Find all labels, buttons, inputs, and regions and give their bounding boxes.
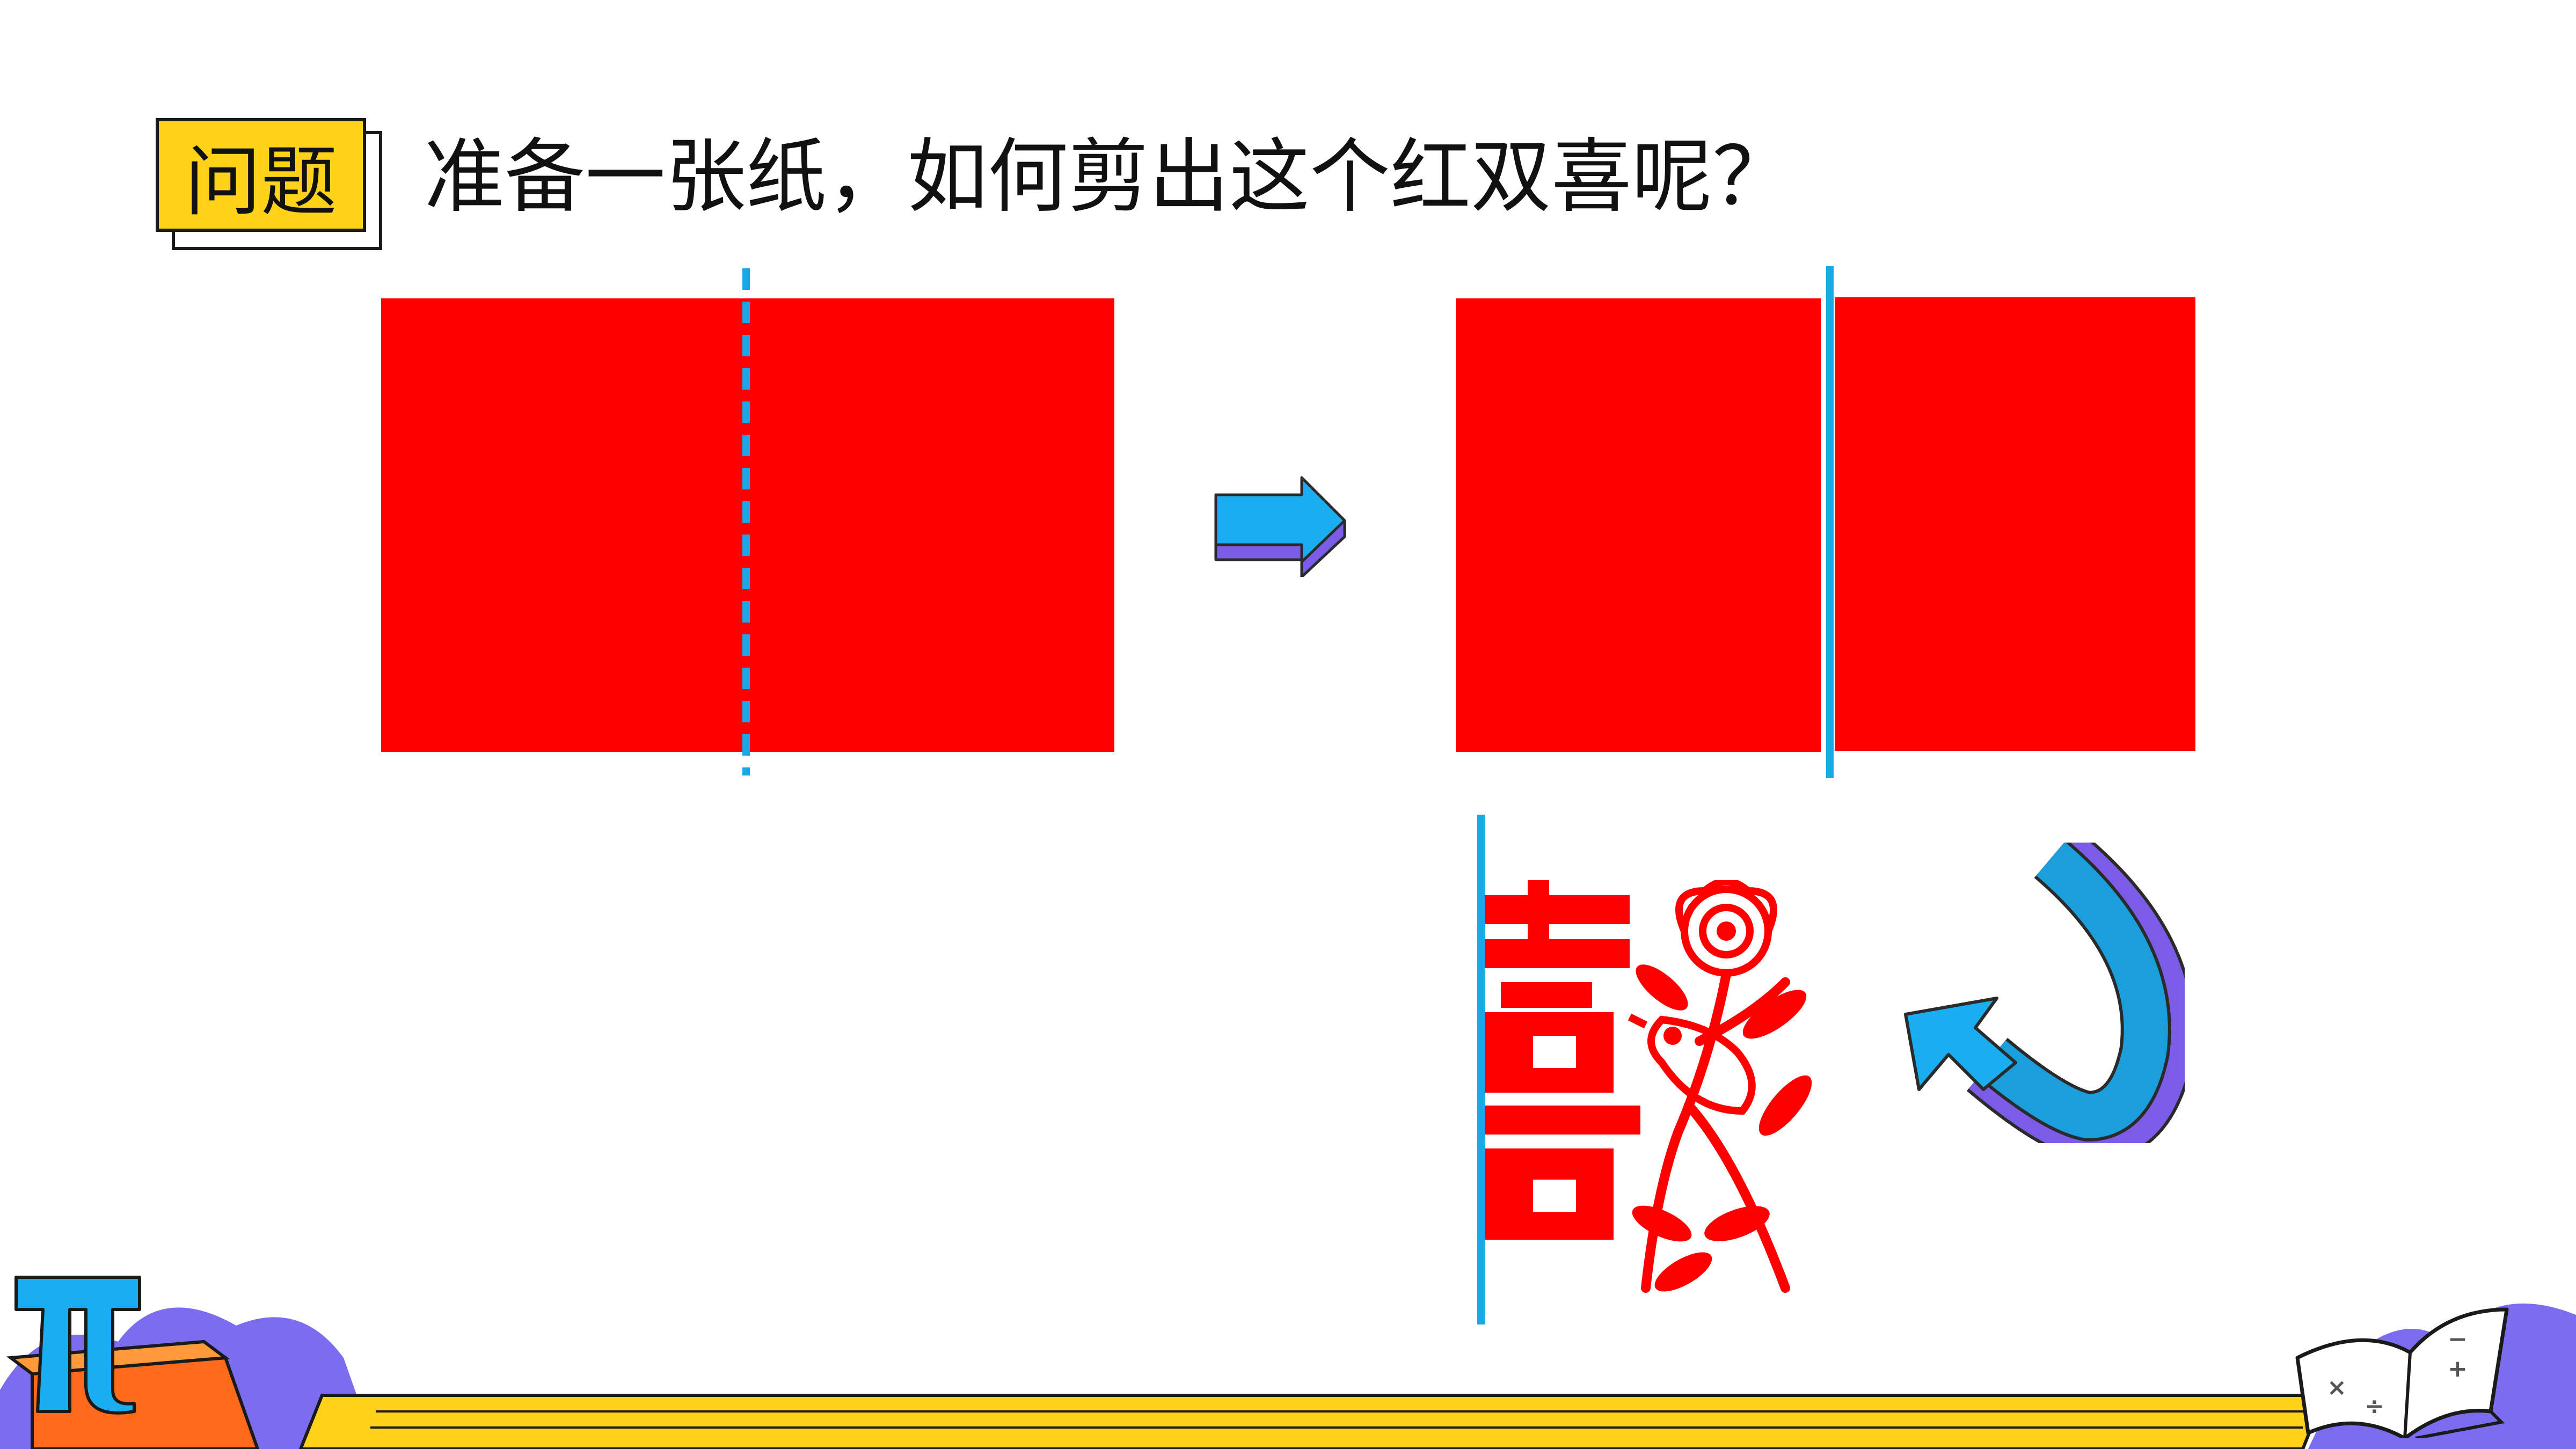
dashed-fold-line	[742, 268, 750, 775]
footer-decoration	[0, 1303, 2576, 1449]
fold-line	[1826, 266, 1834, 778]
book-minus-symbol: −	[2448, 1326, 2468, 1353]
math-book-icon: × ÷ − +	[2295, 1307, 2509, 1438]
book-divide-symbol: ÷	[2365, 1393, 2384, 1420]
folded-paper-right	[1835, 297, 2195, 751]
pi-icon	[14, 1276, 141, 1415]
question-badge: 问题	[156, 118, 366, 232]
book-times-symbol: ×	[2327, 1374, 2347, 1401]
book-plus-symbol: +	[2448, 1355, 2468, 1382]
half-double-happiness-papercut-icon	[1485, 880, 1812, 1293]
curved-arrow-icon	[1904, 843, 2185, 1143]
cut-fold-line	[1477, 815, 1485, 1324]
question-text: 准备一张纸，如何剪出这个红双喜呢？	[424, 130, 1793, 224]
right-arrow-icon	[1214, 476, 1346, 577]
folded-paper-left	[1456, 298, 1821, 752]
